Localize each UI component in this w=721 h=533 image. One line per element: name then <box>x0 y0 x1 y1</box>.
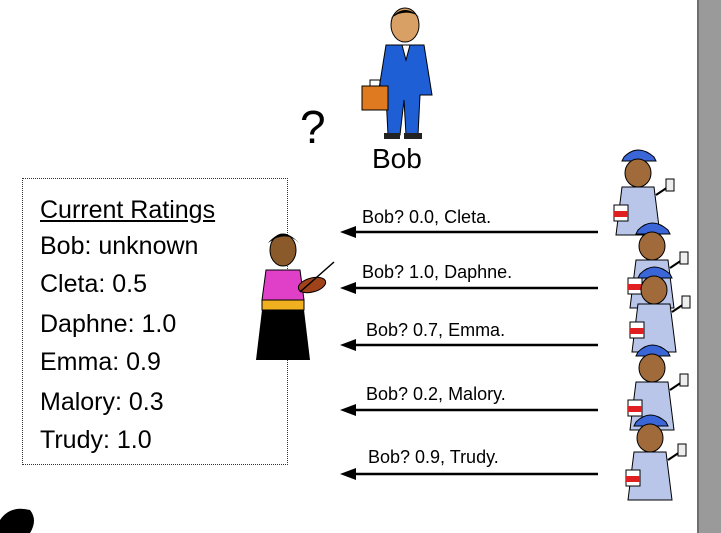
message-emma: Bob? 0.7, Emma. <box>366 320 506 340</box>
rating-bob: Bob: unknown <box>40 232 199 260</box>
wall <box>697 0 721 533</box>
rating-emma: Emma: 0.9 <box>40 348 161 376</box>
question-mark: ? <box>300 101 326 153</box>
message-trudy: Bob? 0.9, Trudy. <box>368 447 499 467</box>
rating-cleta: Cleta: 0.5 <box>40 270 148 298</box>
rating-trudy: Trudy: 1.0 <box>40 426 152 454</box>
message-malory: Bob? 0.2, Malory. <box>366 384 506 404</box>
bob-label: Bob <box>372 143 422 174</box>
rating-daphne: Daphne: 1.0 <box>40 310 177 338</box>
rating-malory: Malory: 0.3 <box>40 388 164 416</box>
ratings-heading: Current Ratings <box>40 196 216 224</box>
message-daphne: Bob? 1.0, Daphne. <box>362 262 513 282</box>
message-cleta: Bob? 0.0, Cleta. <box>362 207 492 227</box>
